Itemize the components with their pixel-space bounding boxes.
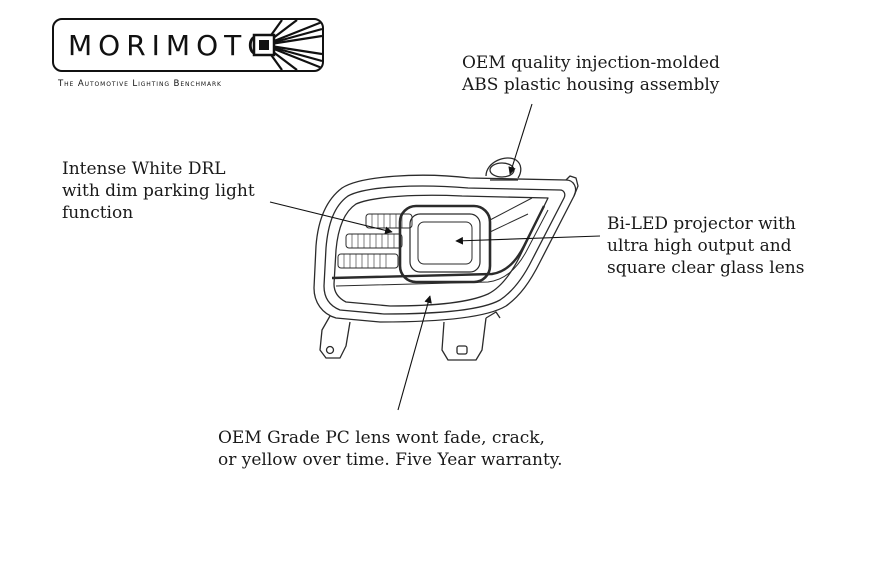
callout-lens-line-1: OEM Grade PC lens wont fade, crack, bbox=[218, 428, 545, 448]
callout-drl-line-3: function bbox=[62, 203, 134, 223]
headlight-housing bbox=[313, 157, 579, 361]
drl-light-bars bbox=[331, 205, 549, 287]
projector-module bbox=[398, 197, 533, 284]
callout-housing-line-1: OEM quality injection-molded bbox=[462, 53, 720, 73]
callout-projector-line-3: square clear glass lens bbox=[607, 258, 805, 278]
callout-drl: Intense White DRL with dim parking light… bbox=[62, 158, 255, 224]
brand-logo: MORIMOTO The Automotive Lighting Benchma… bbox=[52, 18, 328, 96]
leader-arrows bbox=[269, 103, 601, 411]
logo-tagline: The Automotive Lighting Benchmark bbox=[58, 79, 222, 89]
callout-housing: OEM quality injection-molded ABS plastic… bbox=[462, 52, 720, 96]
drl-leader bbox=[269, 201, 393, 235]
callout-housing-line-2: ABS plastic housing assembly bbox=[462, 75, 720, 95]
callout-lens-line-2: or yellow over time. Five Year warranty. bbox=[218, 450, 563, 470]
logo-badge: MORIMOTO bbox=[52, 18, 324, 72]
projector-leader bbox=[455, 235, 601, 245]
housing-leader bbox=[508, 103, 533, 175]
lens-leader bbox=[397, 295, 432, 411]
callout-drl-line-1: Intense White DRL bbox=[62, 159, 226, 179]
callout-lens: OEM Grade PC lens wont fade, crack, or y… bbox=[218, 427, 563, 471]
callout-projector-line-1: Bi-LED projector with bbox=[607, 214, 796, 234]
callout-projector-line-2: ultra high output and bbox=[607, 236, 792, 256]
callout-drl-line-2: with dim parking light bbox=[62, 181, 255, 201]
callout-projector: Bi-LED projector with ultra high output … bbox=[607, 213, 804, 279]
logo-wordmark: MORIMOTO bbox=[68, 29, 276, 62]
sunburst-icon bbox=[252, 20, 322, 70]
